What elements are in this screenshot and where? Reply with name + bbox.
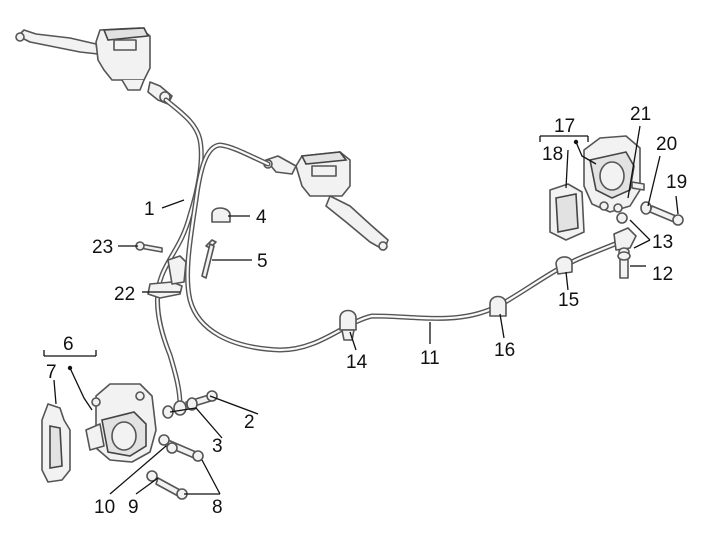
right-brake-lever-assembly bbox=[263, 151, 389, 251]
banjo-fitting-13 bbox=[613, 212, 637, 257]
brake-pad-7 bbox=[41, 403, 71, 483]
brake-pad-18 bbox=[549, 183, 585, 241]
callout-14: 14 bbox=[346, 352, 368, 373]
bracket-22 bbox=[147, 255, 187, 299]
callout-17: 17 bbox=[554, 116, 575, 137]
callout-6: 6 bbox=[63, 334, 74, 355]
callout-8: 8 bbox=[212, 497, 223, 518]
bleed-screw-21 bbox=[631, 181, 645, 191]
front-brake-hose bbox=[154, 97, 204, 408]
callout-20: 20 bbox=[656, 134, 677, 155]
hose-clamp-14 bbox=[339, 309, 357, 341]
leader-lines bbox=[43, 125, 679, 495]
hose-clamp-15 bbox=[555, 256, 573, 275]
callout-7: 7 bbox=[46, 362, 57, 383]
callout-11: 11 bbox=[420, 348, 440, 369]
callout-2: 2 bbox=[244, 412, 255, 433]
washers-9 bbox=[146, 434, 170, 482]
callout-3: 3 bbox=[212, 436, 223, 457]
callout-18: 18 bbox=[542, 144, 563, 165]
bolt-12 bbox=[617, 251, 631, 279]
spacer-10 bbox=[166, 442, 178, 454]
callout-1: 1 bbox=[144, 199, 155, 220]
callout-5: 5 bbox=[257, 251, 268, 272]
rear-brake-hose bbox=[185, 142, 623, 353]
callout-19: 19 bbox=[666, 172, 687, 193]
left-brake-lever-assembly bbox=[15, 27, 173, 105]
callout-13: 13 bbox=[652, 232, 673, 253]
front-caliper-assembly bbox=[85, 383, 157, 463]
callout-16: 16 bbox=[494, 340, 515, 361]
callout-12: 12 bbox=[652, 264, 673, 285]
callout-labels: 1 2 3 4 5 6 7 8 9 10 11 12 13 14 15 16 1… bbox=[46, 104, 687, 518]
rear-caliper-assembly bbox=[583, 135, 641, 213]
callout-22: 22 bbox=[114, 284, 135, 305]
hose-clamp-16 bbox=[489, 295, 507, 317]
hose-clip-4 bbox=[211, 207, 231, 223]
screw-23 bbox=[135, 241, 163, 253]
callout-10: 10 bbox=[94, 497, 115, 518]
pin-5 bbox=[201, 239, 217, 279]
bolt-19 bbox=[649, 205, 684, 226]
callout-15: 15 bbox=[558, 290, 579, 311]
callout-23: 23 bbox=[92, 237, 113, 258]
callout-4: 4 bbox=[256, 207, 267, 228]
callout-9: 9 bbox=[128, 497, 139, 518]
callout-21: 21 bbox=[630, 104, 651, 125]
